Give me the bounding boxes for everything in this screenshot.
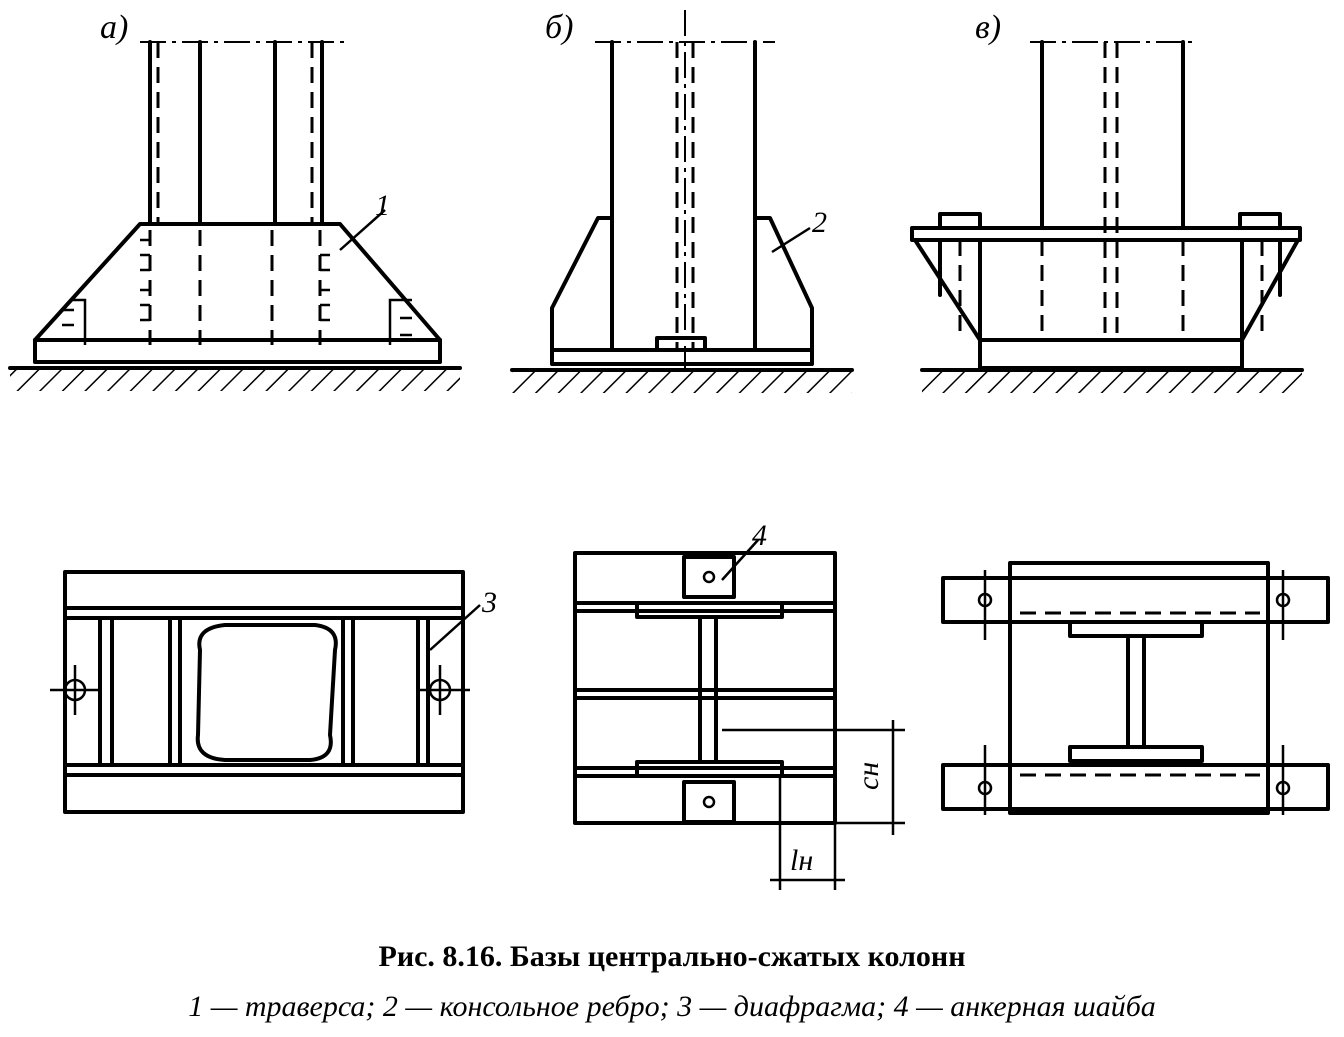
callout-3: 3 (481, 586, 497, 619)
variant-label-b: б) (545, 9, 573, 46)
drawing-canvas: а) 1 б) (8, 9, 1330, 890)
dim-label-ln: lн (790, 844, 813, 877)
callout-1: 1 (375, 189, 390, 222)
dim-label-cn: cн (852, 762, 885, 790)
callout-2: 2 (812, 206, 827, 239)
figure-caption-legend: 1 — траверса; 2 — консольное ребро; 3 — … (188, 990, 1156, 1023)
plan-a: 3 (50, 570, 497, 814)
callout-4: 4 (752, 519, 767, 552)
plan-b: 4 cн lн (573, 519, 905, 890)
elevation-a: а) 1 (8, 9, 462, 391)
plan-v (941, 561, 1330, 815)
figure-caption-title: Рис. 8.16. Базы центрально-сжатых колонн (378, 940, 966, 973)
elevation-v: в) (910, 9, 1304, 393)
variant-label-a: а) (100, 9, 128, 46)
elevation-b: б) 2 (510, 9, 854, 393)
variant-label-v: в) (975, 9, 1001, 46)
